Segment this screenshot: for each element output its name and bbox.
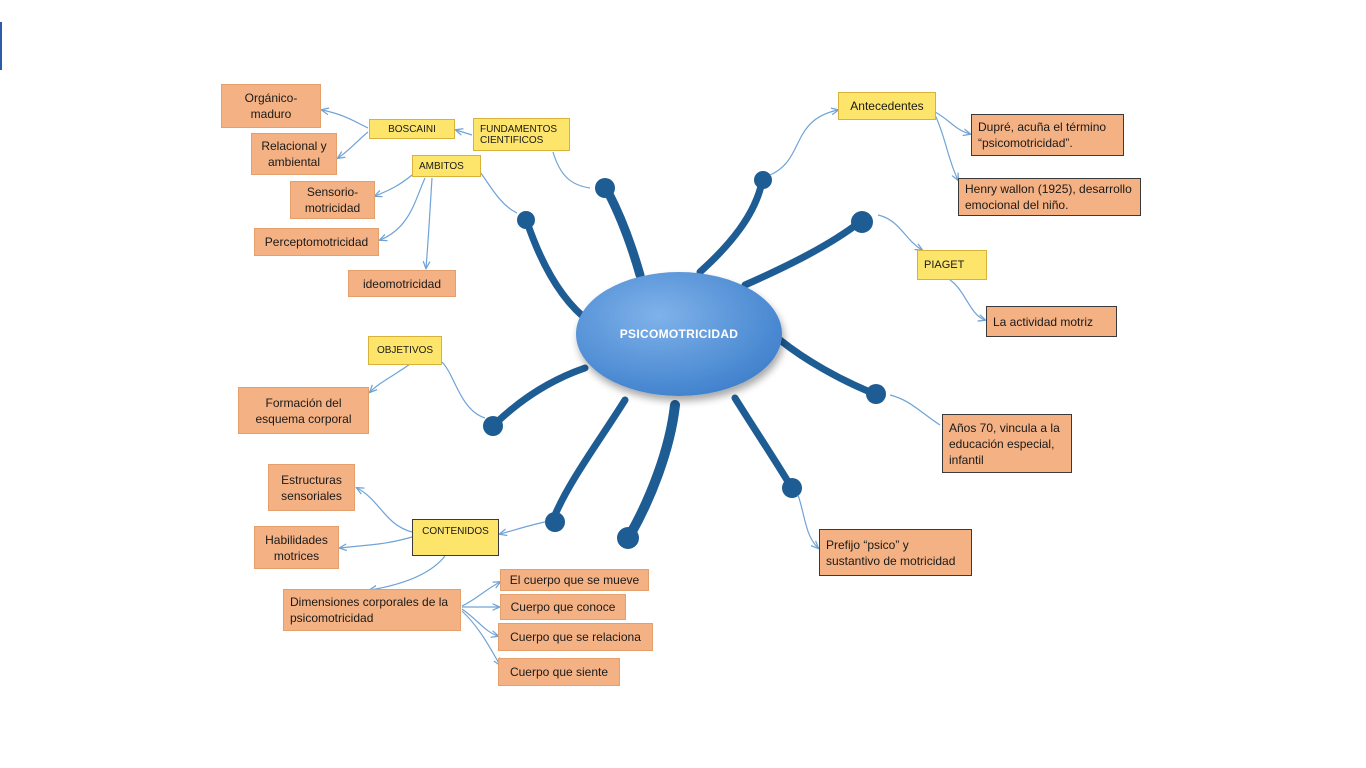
link-boscaini-organico <box>322 110 368 128</box>
link-ambitos-ideo <box>426 178 432 268</box>
node-cuerpo-mueve: El cuerpo que se mueve <box>500 569 649 591</box>
hand-upper-left <box>517 211 535 229</box>
link-arm-contenidos <box>500 522 545 534</box>
node-ideo: ideomotricidad <box>348 270 456 297</box>
center-label: PSICOMOTRICIDAD <box>576 272 782 396</box>
hand-top-right <box>754 171 772 189</box>
neuron-arm-bottom-left <box>555 400 625 515</box>
link-contenidos-estructuras <box>357 488 412 532</box>
link-antecedentes-wallon <box>935 115 958 180</box>
node-prefijo: Prefijo “psico” y sustantivo de motricid… <box>819 529 972 576</box>
node-contenidos: CONTENIDOS <box>412 519 499 556</box>
hand-bottom-right <box>782 478 802 498</box>
hand-top-left <box>595 178 615 198</box>
link-arm-ambitos <box>480 172 517 213</box>
neuron-arm-top-right <box>700 182 762 272</box>
node-antecedentes: Antecedentes <box>838 92 936 120</box>
link-arm-piaget <box>878 215 922 250</box>
link-fundamentos-boscaini <box>456 130 472 135</box>
link-piaget-actividad <box>950 280 985 320</box>
neuron-arm-bottom-right <box>735 398 790 485</box>
node-fundamentos: FUNDAMENTOS CIENTIFICOS <box>473 118 570 151</box>
node-objetivos: OBJETIVOS <box>368 336 442 365</box>
link-contenidos-dimensiones <box>370 556 445 590</box>
node-relacional: Relacional y ambiental <box>251 133 337 175</box>
hand-right-up <box>851 211 873 233</box>
node-anos70: Años 70, vincula a la educación especial… <box>942 414 1072 473</box>
node-cuerpo-relaciona: Cuerpo que se relaciona <box>498 623 653 651</box>
hand-bottom <box>617 527 639 549</box>
link-contenidos-habilidades <box>340 537 412 548</box>
node-organico: Orgánico-maduro <box>221 84 321 128</box>
hand-bottom-left <box>545 512 565 532</box>
node-cuerpo-conoce: Cuerpo que conoce <box>500 594 626 620</box>
node-dimensiones: Dimensiones corporales de la psicomotric… <box>283 589 461 631</box>
link-boscaini-relacional <box>338 132 368 158</box>
node-dupre: Dupré, acuña el término “psicomotricidad… <box>971 114 1124 156</box>
link-dim-mueve <box>462 582 500 606</box>
link-arm-prefijo <box>798 495 818 548</box>
neuron-arm-top-left <box>608 192 640 275</box>
link-arm-objetivos <box>442 362 485 418</box>
neuron-arm-bottom <box>630 405 675 535</box>
node-estructuras: Estructuras sensoriales <box>268 464 355 511</box>
node-ambitos: AMBITOS <box>412 155 481 177</box>
link-antecedentes-dupre <box>935 112 970 134</box>
node-percepto: Perceptomotricidad <box>254 228 379 256</box>
link-arm-fundamentos <box>553 152 590 188</box>
neuron-arm-left <box>495 368 585 424</box>
node-boscaini: BOSCAINI <box>369 119 455 139</box>
link-dim-siente <box>462 611 500 665</box>
node-cuerpo-siente: Cuerpo que siente <box>498 658 620 686</box>
node-sensorio: Sensorio-motricidad <box>290 181 375 219</box>
hand-right <box>866 384 886 404</box>
link-arm-anos70 <box>890 395 940 425</box>
link-ambitos-percepto <box>380 178 425 240</box>
neuron-arm-right <box>780 340 875 394</box>
node-habilidades: Habilidades motrices <box>254 526 339 569</box>
node-formacion: Formación del esquema corporal <box>238 387 369 434</box>
node-piaget: PIAGET <box>917 250 987 280</box>
link-arm-antecedentes <box>770 110 838 175</box>
node-actividad: La actividad motriz <box>986 306 1117 337</box>
link-ambitos-sensorio <box>375 175 412 196</box>
link-objetivos-formacion <box>370 364 410 392</box>
hand-left <box>483 416 503 436</box>
node-wallon: Henry wallon (1925), desarrollo emociona… <box>958 178 1141 216</box>
